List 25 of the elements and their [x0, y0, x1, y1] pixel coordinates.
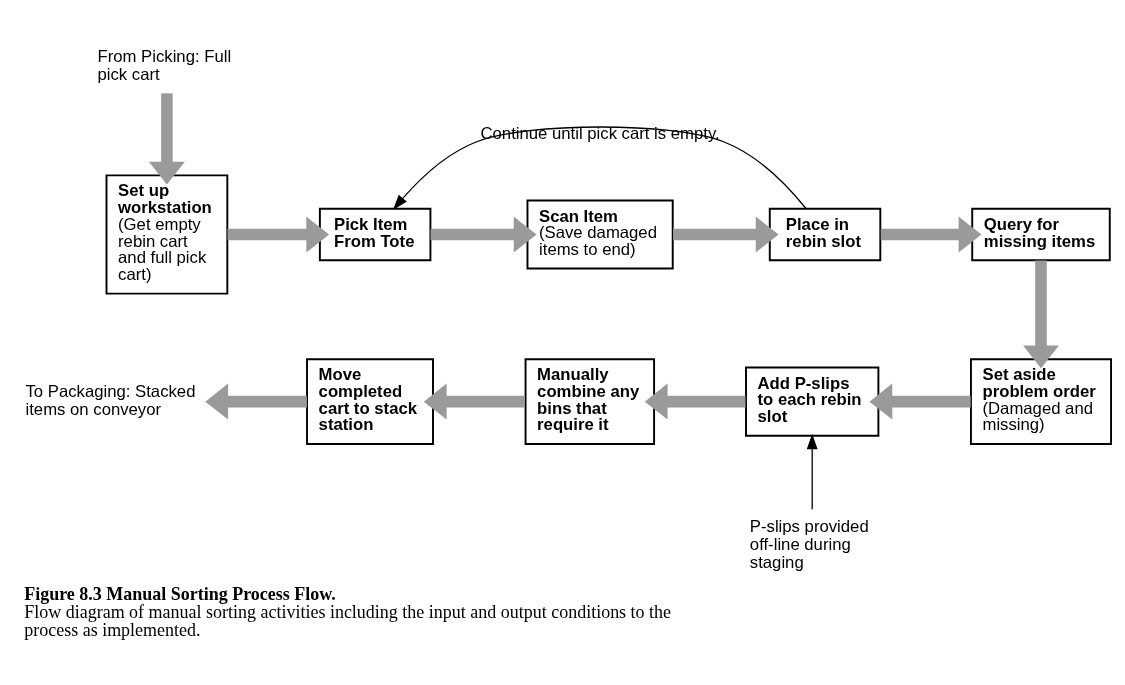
diagram-title: Figure 8.3 Manual Sorting Process Flow.: [24, 583, 336, 604]
arrow: [806, 433, 818, 510]
node-box: Manually combine any bins that require it: [524, 358, 656, 445]
node-text: To Packaging: Stacked items on conveyor: [25, 382, 196, 419]
arrow: [148, 93, 185, 185]
arrow: [644, 383, 746, 420]
node-box: Move completed cart to stack station: [306, 358, 434, 445]
node-box: Scan Item (Save damaged items to end): [526, 199, 674, 270]
arrow: [423, 383, 525, 420]
arrow: [869, 383, 971, 420]
arrow: [430, 216, 537, 253]
arrow: [227, 216, 330, 253]
node-box: Pick Item From Tote: [318, 207, 432, 262]
arrow: [880, 216, 982, 253]
node-box: Add P-slips to each rebin slot: [745, 366, 880, 437]
arrow: [673, 216, 779, 253]
node-text: P-slips provided off-line during staging: [749, 516, 869, 572]
arrow: [392, 126, 807, 210]
node-box: Set up workstation (Get empty rebin cart and full pick cart): [105, 174, 229, 295]
node-box: Place in rebin slot: [768, 207, 882, 262]
arrow: [205, 383, 307, 420]
arrow: [1023, 260, 1059, 369]
node-box: Query for missing items: [971, 207, 1111, 262]
node-text: From Picking: Full pick cart: [97, 46, 232, 84]
node-box: Set aside problem order (Damaged and missing): [969, 358, 1112, 445]
